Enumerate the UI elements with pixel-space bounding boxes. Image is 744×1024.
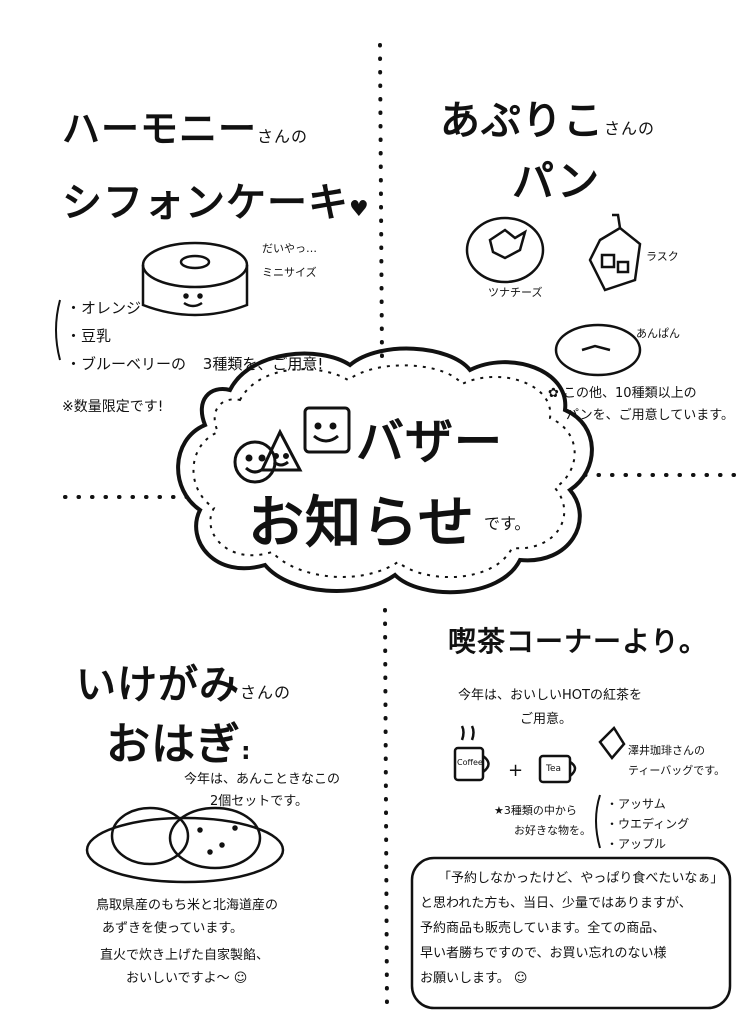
- ikegami-name: いけがみ: [76, 662, 240, 708]
- bread-rusk: ラスク: [646, 250, 679, 263]
- flavor-soy: ・豆乳: [66, 327, 112, 345]
- size-note-2: ミニサイズ: [262, 266, 317, 279]
- divider-bottom: [383, 608, 389, 1012]
- note-line-5-row: お願いします。 ☺: [420, 966, 724, 991]
- ikegami-shop-name: いけがみさんの: [76, 652, 291, 710]
- reservation-note: 「予約しなかったけど、やっぱり食べたいなぁ」 と思われた方も、当日、少量ではあり…: [420, 866, 724, 991]
- ohagi-desc-1: 今年は、あんこときなこの: [184, 772, 341, 787]
- bread-title: パン: [512, 157, 601, 206]
- tea-bracket: [595, 794, 601, 849]
- harmony-name: ハーモニー: [62, 107, 258, 151]
- ohagi-body-4: おいしいですよ〜: [126, 971, 230, 986]
- choose-line-2: お好きな物を。: [514, 824, 591, 837]
- tea-apple: ・アップル: [606, 837, 667, 851]
- ohagi-body-3: 直火で炊き上げた自家製餡、: [100, 948, 270, 963]
- smiley-faces: [233, 406, 351, 484]
- colon-mark: :: [241, 737, 252, 765]
- ohagi-body-4-row: おいしいですよ〜 ☺: [96, 967, 278, 990]
- note-box: [410, 856, 732, 1010]
- bread-anpan: あんぱん: [636, 327, 680, 340]
- flavor-blueberry-label: ・ブルーベリーの: [66, 355, 187, 373]
- cafe-desc-1: 今年は、おいしいHOTの紅茶を: [458, 688, 642, 703]
- ikegami-san-no: さんの: [240, 683, 292, 702]
- tea-list: ・アッサム ・ウエディング ・アップル: [606, 794, 689, 854]
- note-line-3: 予約商品も販売しています。全ての商品、: [420, 921, 666, 936]
- flower-icon: ✿: [548, 386, 564, 401]
- size-note-1: だいやっ…: [262, 242, 317, 255]
- choose-line-1: ★3種類の中から: [494, 804, 577, 817]
- ohagi-drawing: [85, 806, 285, 884]
- flavor-bracket: [55, 299, 61, 361]
- ohagi-label: おはぎ: [106, 719, 241, 770]
- flavor-orange: ・オレンジ: [66, 299, 142, 317]
- tea-wedding: ・ウエディング: [606, 817, 690, 831]
- cup-drawings: [453, 725, 626, 784]
- bread-note-2: パンを、ご用意しています。: [566, 408, 734, 423]
- bread-note-1: ✿ この他、10種類以上の: [548, 382, 697, 401]
- brand-line-2: ティーバッグです。: [628, 764, 726, 777]
- smile-icon: ☺: [233, 971, 248, 986]
- cloud-inner: [192, 364, 576, 579]
- apurico-name: あぷりこ: [440, 98, 604, 144]
- bread-tuna-cheese: ツナチーズ: [488, 286, 543, 299]
- limited-note: ※数量限定です!: [62, 399, 164, 415]
- tea-cup-label: Tea: [546, 764, 562, 774]
- tea-assam: ・アッサム: [606, 797, 666, 811]
- ohagi-body-1: 鳥取県産のもち米と北海道産の: [96, 898, 279, 913]
- brand-line-1: 澤井珈琲さんの: [628, 744, 705, 757]
- apurico-san-no: さんの: [604, 119, 656, 138]
- notice-title: お知らせ: [248, 491, 475, 556]
- divider-top: [378, 43, 384, 362]
- coffee-cup-label: Coffee: [457, 758, 483, 767]
- ohagi-desc-2: 2個セットです。: [210, 794, 308, 809]
- chiffon-cake-drawing: [141, 241, 249, 317]
- bread-note-1-text: この他、10種類以上の: [563, 386, 697, 401]
- chiffon-cake-label: シフォンケーキ: [62, 180, 349, 226]
- cafe-title: 喫茶コーナーより。: [448, 625, 708, 658]
- ohagi-body-2: あずきを使っています。: [102, 921, 244, 936]
- apurico-shop-name: あぷりこさんの: [440, 88, 655, 146]
- flavor-blueberry: ・ブルーベリーの 3種類を、ご用意!: [66, 350, 323, 378]
- heart-icon: ♥: [349, 197, 370, 222]
- harmony-shop-name: ハーモニーさんの: [62, 98, 308, 153]
- ohagi-body: 鳥取県産のもち米と北海道産の あずきを使っています。 直火で炊き上げた自家製餡、…: [96, 894, 278, 990]
- harmony-san-no: さんの: [257, 127, 309, 146]
- note-line-4: 早い者勝ちですので、お買い忘れのない様: [420, 946, 667, 961]
- ohagi-title: おはぎ:: [106, 708, 252, 772]
- bazaar-title: バザー: [356, 414, 504, 470]
- note-line-5: お願いします。: [420, 971, 510, 986]
- cloud-outer: [176, 346, 594, 595]
- note-line-2: と思われた方も、当日、少量ではありますが、: [420, 896, 692, 911]
- flavor-note: 3種類を、ご用意!: [202, 355, 324, 373]
- harmony-product-title: シフォンケーキ♥: [62, 170, 370, 228]
- smile-icon: ☺: [513, 971, 528, 986]
- plus-sign: +: [508, 760, 523, 781]
- bread-drawings: [465, 213, 642, 377]
- note-line-1: 「予約しなかったけど、やっぱり食べたいなぁ」: [438, 871, 724, 886]
- notice-suffix: です。: [484, 514, 531, 533]
- flavor-list: ・オレンジ ・豆乳 ・ブルーベリーの 3種類を、ご用意!: [66, 294, 323, 378]
- cafe-desc-2: ご用意。: [520, 712, 573, 727]
